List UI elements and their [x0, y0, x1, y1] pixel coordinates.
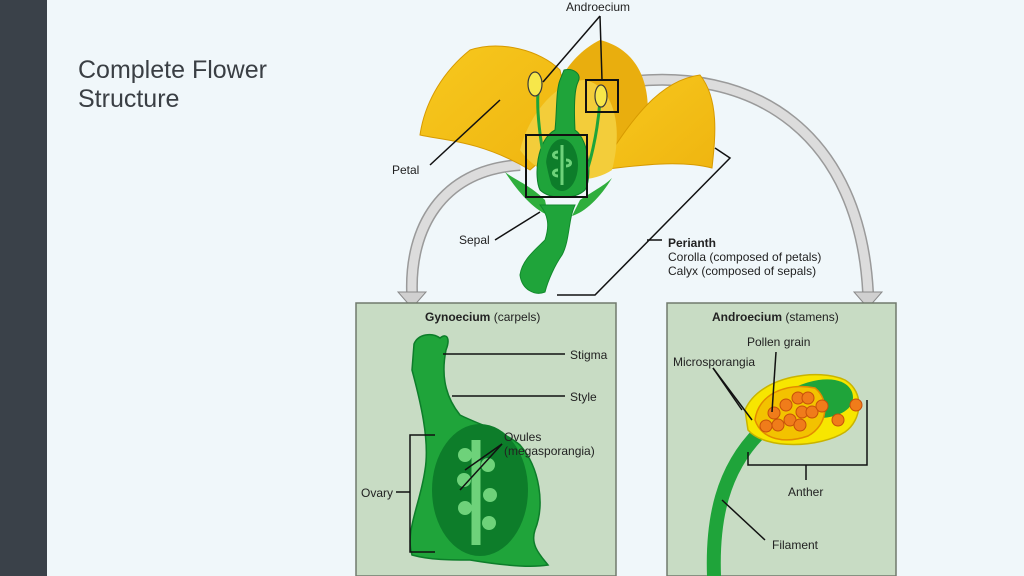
- pollen-grain-label: Pollen grain: [747, 335, 810, 349]
- androecium-top-label: Androecium: [566, 0, 630, 14]
- perianth-label: Perianth: [668, 236, 716, 250]
- sepal-right: [572, 178, 612, 216]
- flower-leader-lines: [429, 15, 732, 296]
- filament-label: Filament: [772, 538, 819, 552]
- pollen-grains: [759, 391, 863, 433]
- microsporangia-label: Microsporangia: [673, 355, 755, 369]
- stigma-label: Stigma: [570, 348, 608, 362]
- receptacle: [519, 204, 576, 294]
- title-line-2: Structure: [78, 85, 180, 113]
- gynoecium-highlight-box: [525, 134, 588, 198]
- androecium-panel-title: Androecium (stamens): [712, 310, 839, 324]
- ovules-label-line2: (megasporangia): [504, 444, 595, 458]
- ovules: [457, 448, 497, 530]
- arrow-to-gynoecium: [396, 159, 521, 309]
- petal-right: [599, 74, 716, 171]
- slide-title: Complete Flower Structure: [78, 56, 267, 114]
- androecium-leader-lines: [712, 351, 868, 541]
- flower-illustration: [419, 40, 716, 294]
- arrow-to-androecium: [611, 73, 884, 309]
- title-line-1: Complete Flower: [78, 56, 267, 84]
- anther-right: [594, 84, 608, 108]
- sidebar-bar: [0, 0, 47, 576]
- gynoecium-leader-lines: [396, 353, 565, 553]
- anther-left: [527, 71, 543, 97]
- anther-label: Anther: [788, 485, 823, 499]
- ovary-label: Ovary: [361, 486, 393, 500]
- androecium-panel: Androecium (stamens) Pollen grain Micros…: [666, 302, 897, 576]
- filament: [706, 425, 767, 576]
- sepal-label: Sepal: [459, 233, 490, 247]
- petal-label: Petal: [392, 163, 419, 177]
- ovules-label-line1: Ovules: [504, 430, 541, 444]
- style-label: Style: [570, 390, 597, 404]
- calyx-label: Calyx (composed of sepals): [668, 264, 816, 278]
- gynoecium-panel-title: Gynoecium (carpels): [425, 310, 540, 324]
- gynoecium-panel: Gynoecium (carpels) Stigma Style Ovules …: [355, 302, 617, 576]
- corolla-label: Corolla (composed of petals): [668, 250, 821, 264]
